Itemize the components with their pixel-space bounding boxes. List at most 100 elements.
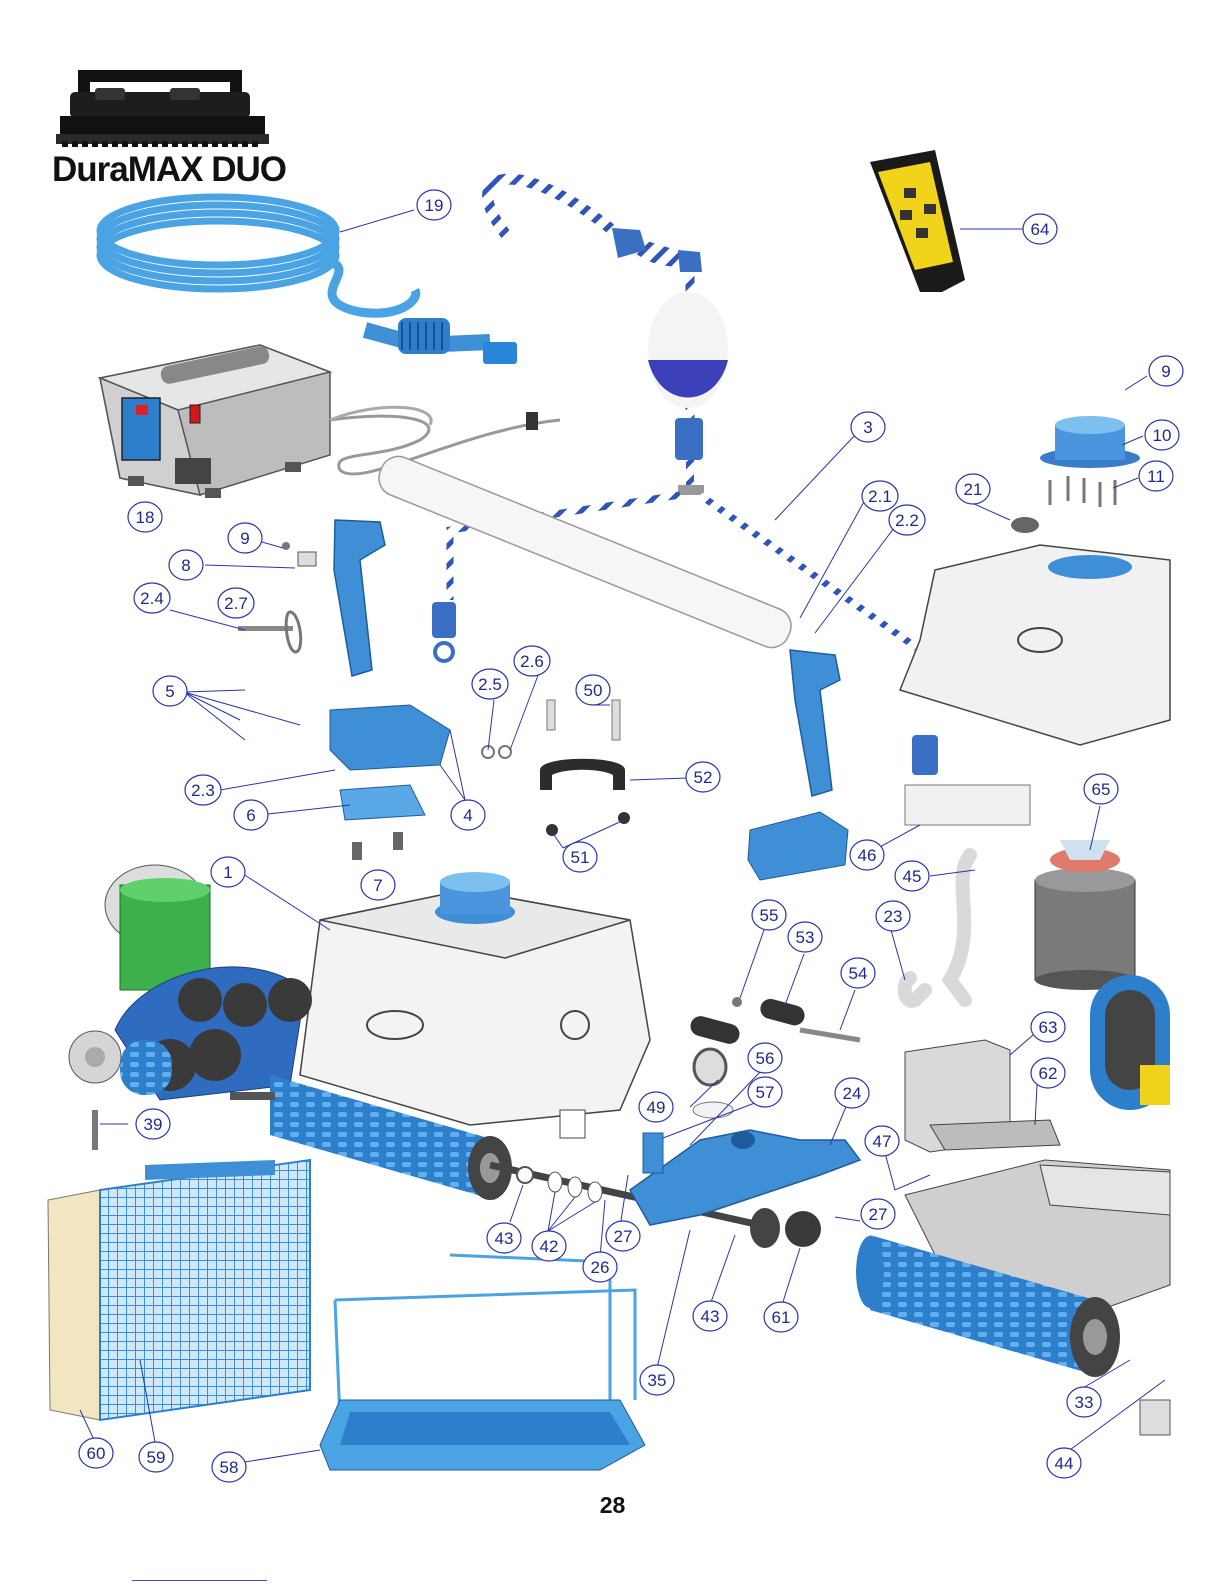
callout-c19: 19 [417, 190, 451, 220]
pump-cover-top [1011, 416, 1140, 533]
callout-number: 2.5 [478, 675, 502, 694]
callout-c51: 51 [563, 842, 597, 872]
callout-c49: 49 [639, 1092, 673, 1122]
callout-c5: 5 [153, 676, 187, 706]
callout-c33: 33 [1067, 1387, 1101, 1417]
callout-c1: 1 [211, 857, 245, 887]
callout-c25: 2.5 [472, 669, 508, 699]
callout-number: 10 [1153, 426, 1172, 445]
callout-number: 2.4 [140, 589, 164, 608]
callout-c59: 59 [139, 1442, 173, 1472]
callout-number: 57 [756, 1083, 775, 1102]
callout-number: 49 [647, 1098, 666, 1117]
callout-number: 61 [772, 1308, 791, 1327]
callout-c23a: 2.3 [185, 775, 221, 805]
callout-c27c: 27 [606, 1221, 640, 1251]
callout-number: 52 [694, 768, 713, 787]
logo-icon [56, 70, 269, 144]
callout-number: 58 [220, 1458, 239, 1477]
callout-c4: 4 [451, 800, 485, 830]
callout-number: 11 [1147, 467, 1165, 486]
callout-c64: 64 [1023, 214, 1057, 244]
callout-c63: 63 [1031, 1012, 1065, 1042]
callout-number: 62 [1039, 1064, 1058, 1083]
rollers-small [688, 997, 860, 1085]
swivel-connector [365, 318, 517, 364]
robot-housing-right [900, 545, 1170, 775]
callout-number: 1 [223, 863, 232, 882]
callout-number: 2.6 [520, 652, 544, 671]
page-number: 28 [0, 1492, 1225, 1519]
callout-c43b: 43 [693, 1301, 727, 1331]
callout-number: 33 [1075, 1393, 1094, 1412]
callout-number: 2.7 [224, 594, 248, 613]
callout-number: 2.2 [895, 511, 919, 530]
callout-number: 50 [584, 681, 603, 700]
callout-c22: 2.2 [889, 505, 925, 535]
callout-number: 5 [165, 682, 174, 701]
side-cover [748, 785, 1030, 880]
callout-number: 8 [181, 556, 190, 575]
callout-number: 21 [964, 480, 983, 499]
callout-number: 64 [1031, 220, 1050, 239]
callout-c62: 62 [1031, 1058, 1065, 1088]
brand-title: DuraMAX DUO [52, 150, 286, 190]
callout-c54: 54 [841, 958, 875, 988]
callout-number: 26 [591, 1258, 610, 1277]
callout-c18: 18 [128, 502, 162, 532]
callout-c46: 46 [850, 840, 884, 870]
callout-number: 53 [796, 928, 815, 947]
callout-c60: 60 [79, 1438, 113, 1468]
power-supply-unit [100, 345, 560, 498]
callout-c6: 6 [234, 800, 268, 830]
callout-c10: 10 [1145, 420, 1179, 450]
callout-c24a: 2.4 [134, 583, 170, 613]
filter-frame [320, 1255, 645, 1470]
callout-c3: 3 [851, 412, 885, 442]
callout-c24: 24 [835, 1078, 869, 1108]
callout-c26a: 2.6 [514, 646, 550, 676]
callout-c58: 58 [212, 1452, 246, 1482]
floating-cable-coil [100, 197, 416, 313]
track-assembly-right [1090, 975, 1170, 1110]
footer-rule [132, 1580, 267, 1581]
callout-number: 54 [849, 964, 868, 983]
callout-number: 47 [873, 1132, 892, 1151]
callout-number: 3 [863, 418, 872, 437]
callout-number: 9 [1161, 362, 1170, 381]
callout-c57: 57 [748, 1077, 782, 1107]
callout-number: 43 [495, 1229, 514, 1248]
callout-c9b: 9 [228, 523, 262, 553]
callout-c35: 35 [640, 1365, 674, 1395]
callout-number: 45 [903, 867, 922, 886]
filter-basket [48, 1160, 310, 1420]
callout-c52: 52 [686, 762, 720, 792]
callout-number: 9 [240, 529, 249, 548]
callout-number: 65 [1092, 780, 1111, 799]
callout-c47: 47 [865, 1126, 899, 1156]
callout-number: 39 [144, 1115, 163, 1134]
remote-control [870, 150, 965, 292]
callout-number: 42 [540, 1237, 559, 1256]
callout-number: 43 [701, 1307, 720, 1326]
callout-c39: 39 [136, 1109, 170, 1139]
callout-number: 4 [463, 806, 472, 825]
callout-number: 60 [87, 1444, 106, 1463]
callout-number: 27 [869, 1205, 888, 1224]
callout-number: 24 [843, 1084, 862, 1103]
callout-c27b: 27 [861, 1199, 895, 1229]
callout-number: 35 [648, 1371, 667, 1390]
callout-number: 18 [136, 508, 155, 527]
small-parts-left [238, 542, 630, 860]
callout-number: 55 [760, 906, 779, 925]
callout-number: 51 [571, 848, 590, 867]
callout-c21: 21 [956, 474, 990, 504]
callout-c27a: 2.7 [218, 588, 254, 618]
callout-number: 7 [373, 876, 382, 895]
callout-c45: 45 [895, 861, 929, 891]
callout-c43a: 43 [487, 1223, 521, 1253]
callout-c26: 26 [583, 1252, 617, 1282]
callout-number: 23 [884, 907, 903, 926]
callout-c44: 44 [1047, 1448, 1081, 1478]
